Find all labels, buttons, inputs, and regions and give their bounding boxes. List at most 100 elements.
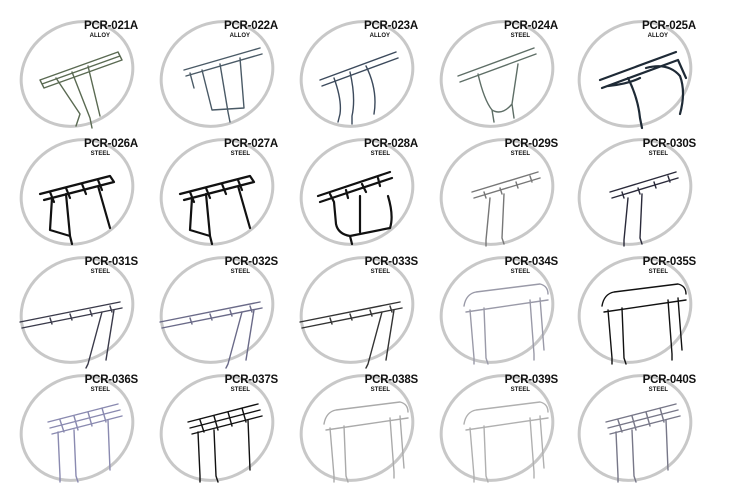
rack-frame <box>19 301 123 369</box>
product-code: PCR-025A <box>641 20 696 32</box>
rack-frame <box>316 170 394 246</box>
product-code: PCR-028A <box>363 138 418 150</box>
rack-drawing <box>319 51 399 125</box>
rack-drawing <box>47 403 123 483</box>
product-code: PCR-022A <box>223 20 278 32</box>
product-code: PCR-029S <box>504 138 559 150</box>
product-code: PCR-024A <box>503 20 558 32</box>
rack-frame <box>323 401 409 483</box>
rack-drawing <box>471 171 541 247</box>
product-code: PCR-034S <box>504 256 559 268</box>
material-label: STEEL <box>510 387 530 393</box>
product-code: PCR-033S <box>364 256 419 268</box>
product-code: PCR-021A <box>83 20 138 32</box>
material-label: STEEL <box>510 33 530 39</box>
rack-drawing <box>598 50 688 130</box>
rack-frame <box>463 283 549 365</box>
material-label: STEEL <box>370 387 390 393</box>
rack-frame <box>183 47 263 123</box>
rack-frame <box>187 403 263 483</box>
rack-drawing <box>187 403 263 483</box>
rack-frame <box>457 47 537 123</box>
product-code: PCR-026A <box>83 138 138 150</box>
product-code: PCR-023A <box>363 20 418 32</box>
material-label: STEEL <box>370 269 390 275</box>
product-code: PCR-036S <box>84 374 139 386</box>
rack-drawing <box>463 283 549 365</box>
material-label: ALLOY <box>89 33 110 39</box>
rack-frame <box>463 401 549 483</box>
rack-frame <box>39 51 123 129</box>
material-label: STEEL <box>648 269 668 275</box>
rack-frame <box>601 283 687 365</box>
product-code: PCR-032S <box>224 256 279 268</box>
material-label: STEEL <box>90 151 110 157</box>
product-code: PCR-035S <box>642 256 697 268</box>
rack-frame <box>471 171 541 247</box>
material-label: STEEL <box>648 387 668 393</box>
rack-drawing <box>457 47 537 123</box>
material-label: STEEL <box>90 269 110 275</box>
product-code: PCR-039S <box>504 374 559 386</box>
product-code: PCR-040S <box>642 374 697 386</box>
rack-drawing <box>463 401 549 483</box>
material-label: STEEL <box>90 387 110 393</box>
material-label: STEEL <box>648 151 668 157</box>
rack-frame <box>319 51 399 125</box>
material-label: ALLOY <box>369 33 390 39</box>
rack-drawing <box>609 171 679 247</box>
material-label: STEEL <box>510 269 530 275</box>
material-label: ALLOY <box>647 33 668 39</box>
material-label: STEEL <box>370 151 390 157</box>
rack-drawing <box>323 401 409 483</box>
rack-frame <box>47 403 123 483</box>
rack-frame <box>598 50 688 130</box>
material-label: STEEL <box>230 151 250 157</box>
material-label: STEEL <box>230 387 250 393</box>
rack-drawing <box>605 403 681 483</box>
rack-frame <box>299 301 403 369</box>
rack-frame <box>609 171 679 247</box>
rack-frame <box>605 403 681 483</box>
rack-frame <box>159 301 263 369</box>
material-label: STEEL <box>230 269 250 275</box>
rack-drawing <box>39 51 123 129</box>
material-label: STEEL <box>510 151 530 157</box>
product-code: PCR-038S <box>364 374 419 386</box>
rack-frame <box>178 174 256 246</box>
product-code: PCR-037S <box>224 374 279 386</box>
rack-frame <box>38 174 116 246</box>
rack-drawing <box>299 301 403 369</box>
rack-drawing <box>159 301 263 369</box>
material-label: ALLOY <box>229 33 250 39</box>
rack-drawing <box>178 174 256 246</box>
rack-drawing <box>316 170 394 246</box>
rack-drawing <box>601 283 687 365</box>
rack-drawing <box>19 301 123 369</box>
rack-drawing <box>38 174 116 246</box>
rack-drawing <box>183 47 263 123</box>
product-code: PCR-030S <box>642 138 697 150</box>
product-code: PCR-027A <box>223 138 278 150</box>
product-code: PCR-031S <box>84 256 139 268</box>
